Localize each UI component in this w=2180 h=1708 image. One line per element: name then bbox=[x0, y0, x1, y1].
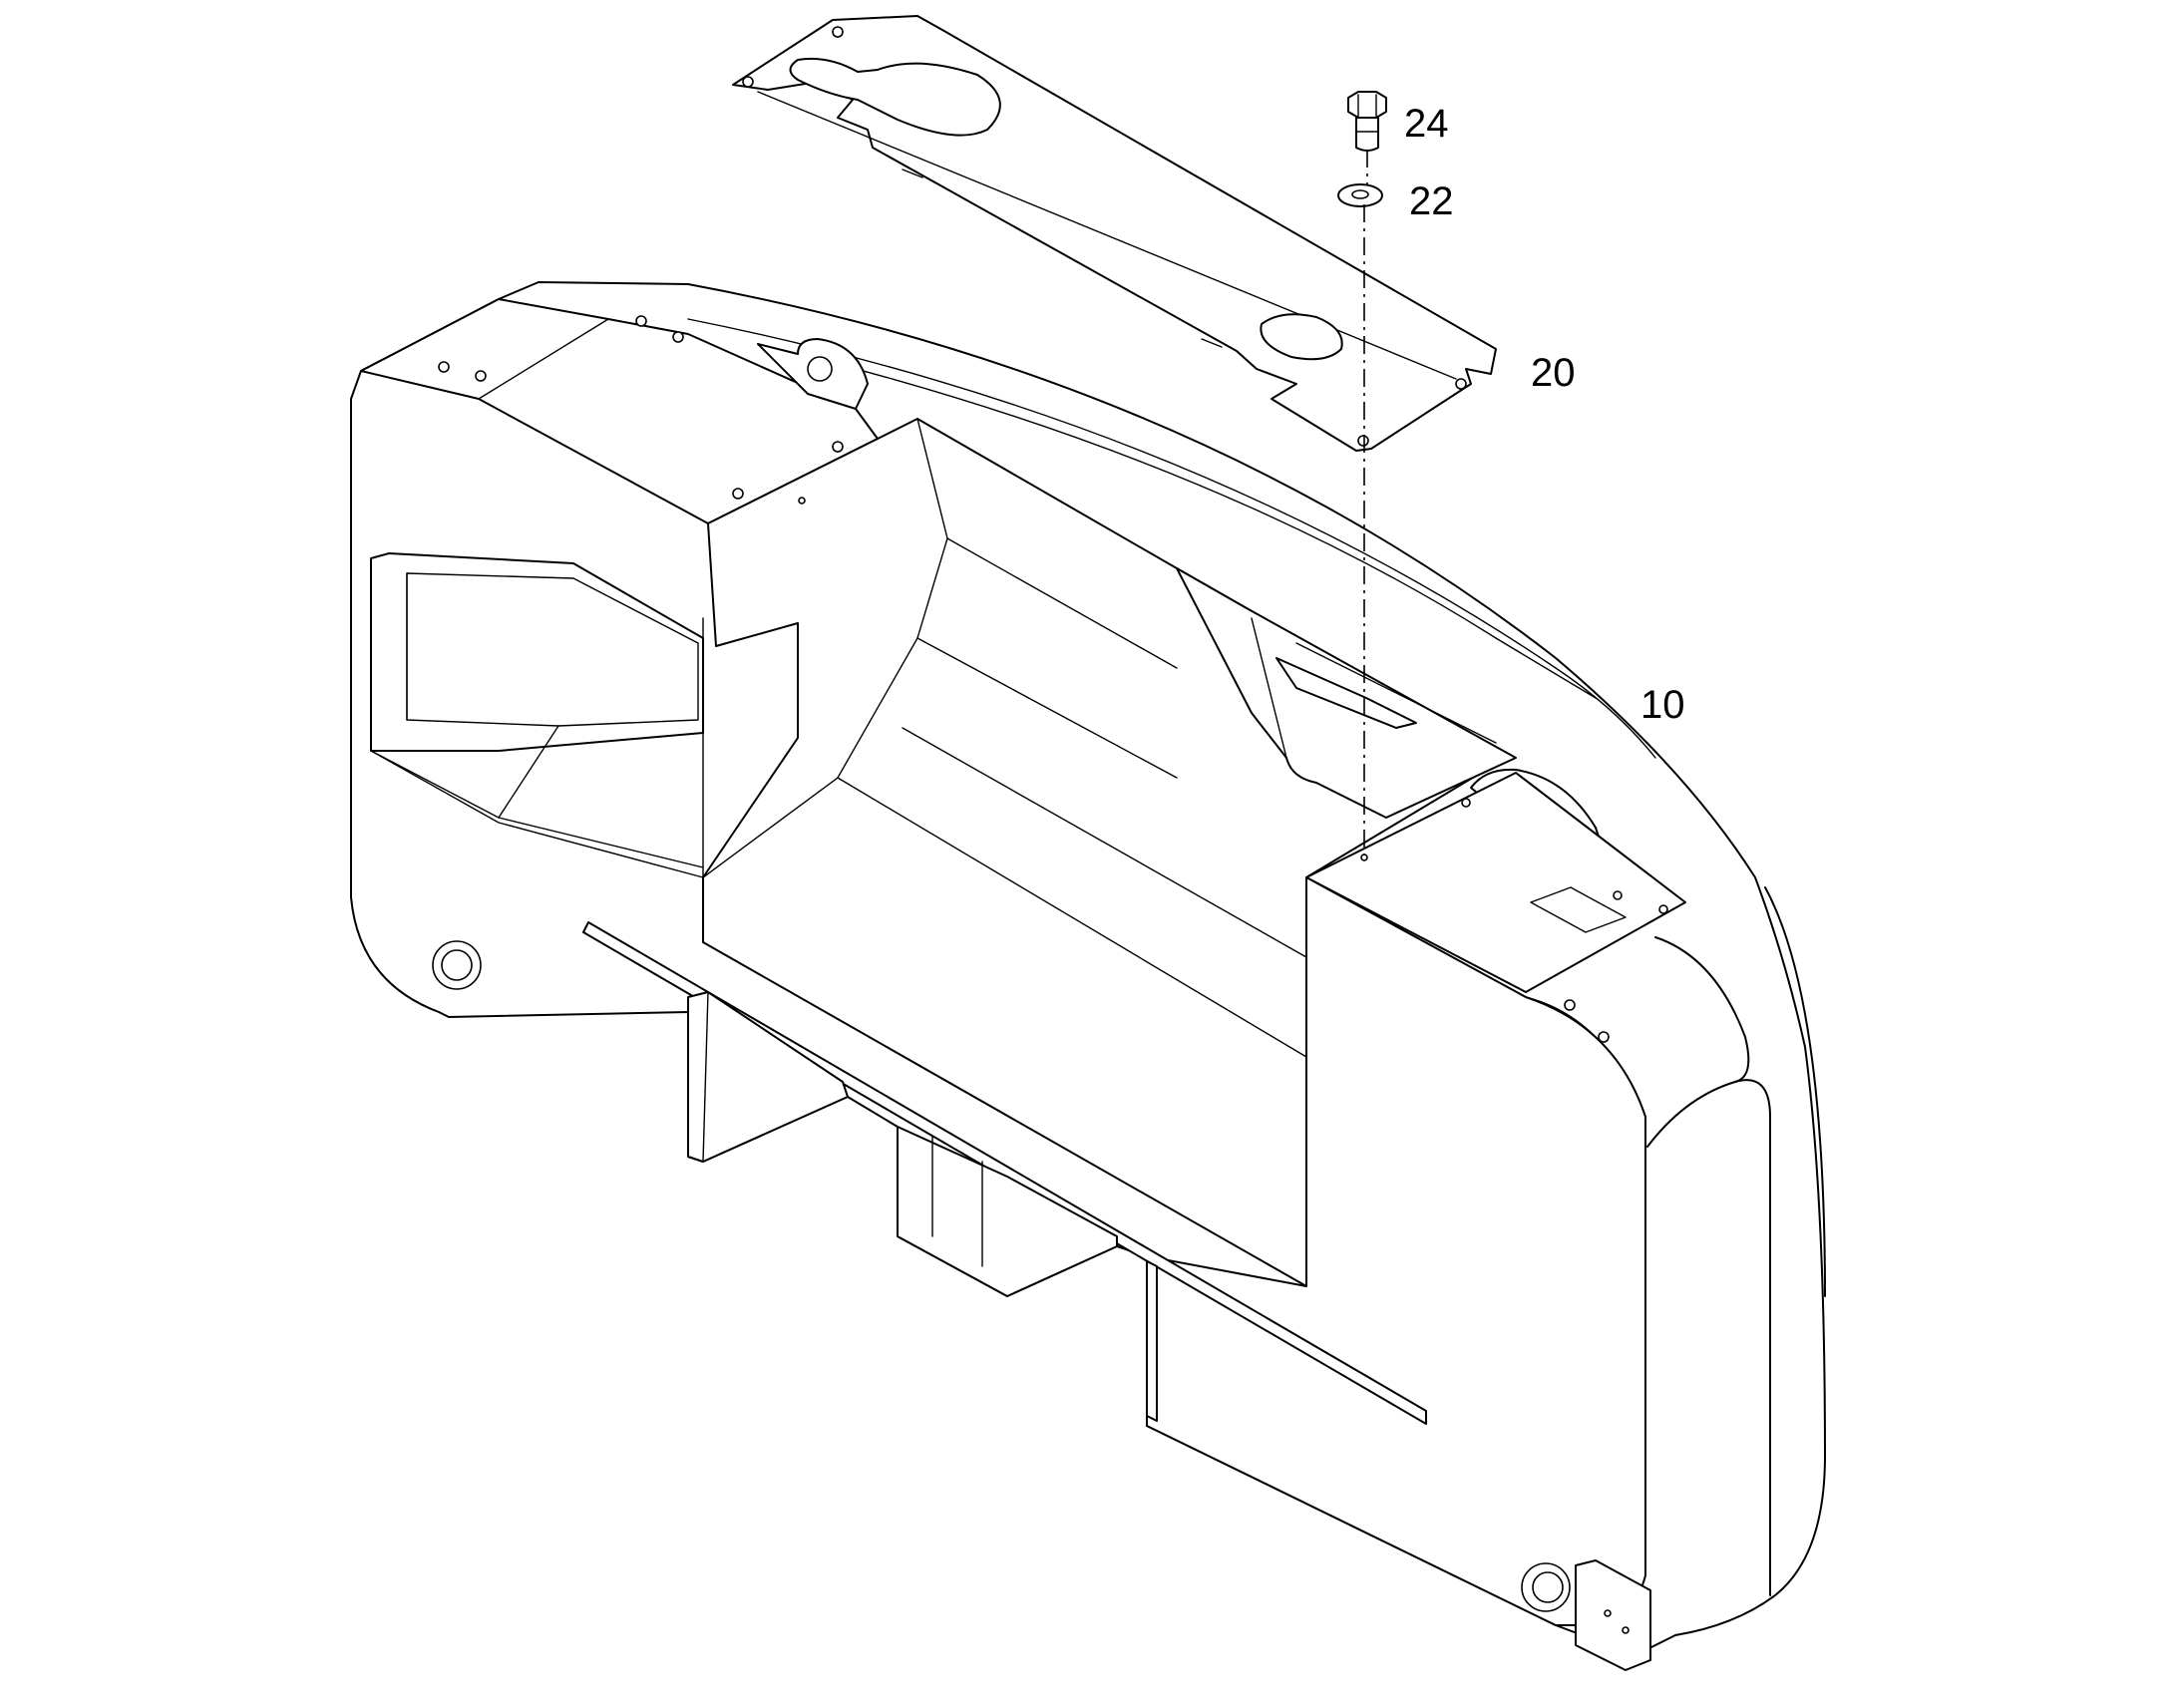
center-step-line-2 bbox=[946, 537, 1178, 669]
center-step-line-5 bbox=[902, 727, 1307, 958]
callout-bolt: 24 bbox=[1404, 102, 1449, 146]
bracket-hole-1 bbox=[1604, 1609, 1612, 1617]
center-step-line-4 bbox=[837, 777, 1307, 1058]
plate-hole-4 bbox=[1357, 435, 1369, 447]
counterweight-body bbox=[350, 281, 1826, 1671]
plate-fold-line bbox=[757, 91, 1457, 380]
plate-oval bbox=[1260, 313, 1343, 361]
top-rim bbox=[687, 318, 1656, 759]
right-slot-line bbox=[1295, 642, 1497, 744]
left-top-hole-4 bbox=[672, 331, 684, 343]
assembly-centerline bbox=[1363, 150, 1368, 857]
plate-hole-1 bbox=[832, 26, 844, 38]
plate-slot-1 bbox=[902, 169, 923, 178]
plate-hole-2 bbox=[742, 76, 754, 88]
right-top-hole-5 bbox=[1598, 1031, 1610, 1043]
left-top-hole-6 bbox=[732, 488, 744, 500]
right-top-label bbox=[1530, 886, 1627, 933]
right-slot bbox=[1275, 657, 1417, 729]
center-leg bbox=[897, 1126, 1118, 1297]
bolt-head-line bbox=[1357, 94, 1377, 119]
left-top-hole-5 bbox=[832, 441, 844, 453]
bottom-bracket bbox=[1575, 1559, 1651, 1671]
right-top-hole-2 bbox=[1613, 890, 1623, 900]
right-top-plate bbox=[1305, 772, 1686, 993]
left-window-diag-3 bbox=[370, 750, 704, 868]
right-top-hole-3 bbox=[1658, 904, 1668, 914]
left-lower-face bbox=[370, 617, 704, 878]
right-plug-inner bbox=[1532, 1571, 1564, 1603]
callout-plate: 20 bbox=[1531, 351, 1576, 395]
right-front-edge bbox=[1764, 886, 1826, 1297]
mount-hole bbox=[1360, 854, 1368, 861]
right-lower-edge bbox=[1525, 996, 1597, 1038]
left-leg-line bbox=[702, 991, 709, 1163]
callout-washer: 22 bbox=[1409, 179, 1454, 223]
left-top-hole-3 bbox=[635, 315, 647, 327]
center-step-line-3 bbox=[916, 637, 1178, 779]
right-leg bbox=[1146, 1260, 1158, 1422]
long-slot bbox=[582, 921, 1427, 1425]
left-top-hole-2 bbox=[475, 370, 487, 382]
left-top-hole-1 bbox=[438, 361, 450, 373]
callout-counterweight: 10 bbox=[1640, 683, 1685, 727]
plate-keyhole bbox=[789, 57, 1001, 137]
right-top-hole-4 bbox=[1564, 999, 1576, 1011]
cover-plate bbox=[732, 15, 1497, 452]
washer-inner bbox=[1351, 189, 1369, 199]
left-plug-inner bbox=[441, 949, 473, 981]
bolt-head bbox=[1347, 91, 1387, 119]
right-recess-inner bbox=[1251, 617, 1287, 759]
bolt-shank bbox=[1355, 117, 1379, 152]
right-top-hole-1 bbox=[1461, 798, 1471, 808]
plate-slot-2 bbox=[1201, 338, 1223, 348]
right-corner-curve bbox=[1654, 936, 1750, 1083]
plate-hole-3 bbox=[1455, 378, 1467, 390]
bracket-hole-2 bbox=[1622, 1626, 1630, 1634]
washer-part bbox=[1337, 183, 1383, 207]
left-eye-hole bbox=[807, 356, 833, 382]
top-rim-inner bbox=[757, 343, 1597, 699]
left-block-divider bbox=[478, 318, 609, 400]
left-window-diag-2 bbox=[498, 725, 559, 819]
bolt-part bbox=[1347, 91, 1387, 152]
center-small-hole bbox=[798, 497, 806, 505]
